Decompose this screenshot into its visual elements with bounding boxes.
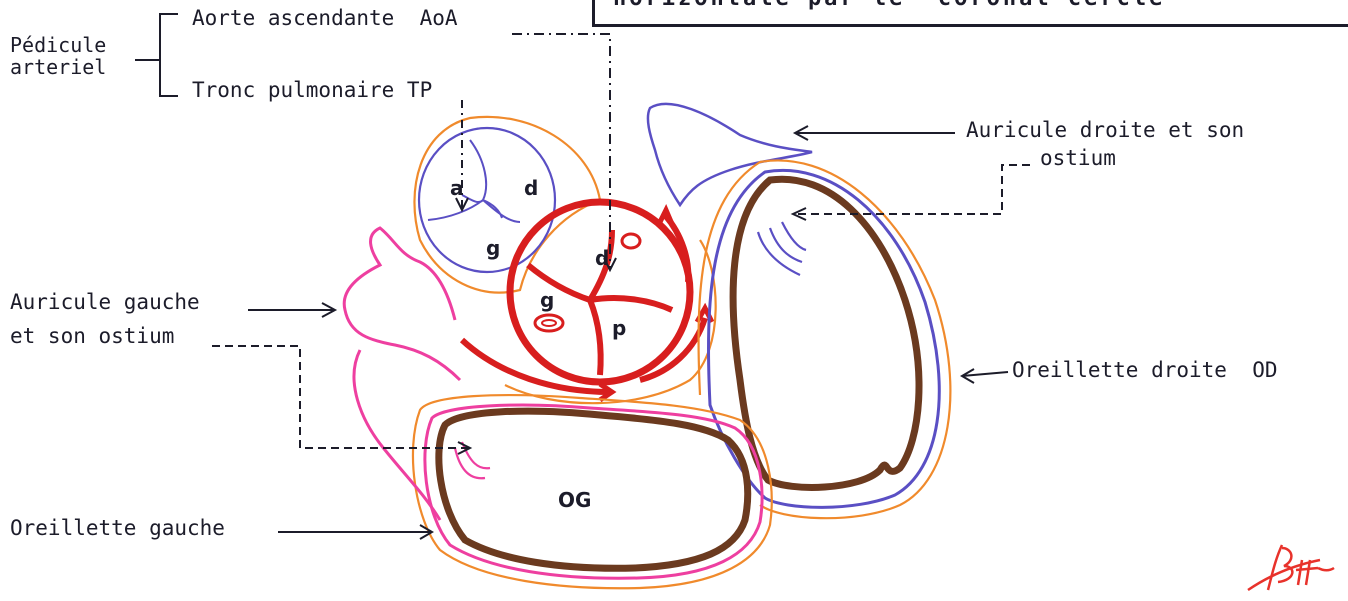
label-aoa: Aorte ascendante AoA: [192, 8, 458, 29]
pedicule-bracket: [135, 14, 178, 96]
cusp-aoa-p: p: [612, 318, 626, 338]
label-oreillette-droite: Oreillette droite OD: [1012, 360, 1278, 381]
label-auricule-droite-2: ostium: [1040, 148, 1116, 169]
signature: [1248, 545, 1334, 590]
label-oreillette-gauche: Oreillette gauche: [10, 518, 225, 539]
cusp-tp-d: d: [524, 178, 538, 198]
cusp-aoa-g: g: [540, 290, 554, 310]
label-pedicule: Pédicule arteriel: [10, 34, 106, 78]
annotation-arrows: [212, 34, 1030, 539]
od-cavity-brown: [733, 179, 919, 487]
tp-valve-commissures: [428, 140, 520, 222]
og-cavity-brown: [439, 411, 748, 568]
label-auricule-gauche-2: et son ostium: [10, 326, 174, 347]
label-tp: Tronc pulmonaire TP: [192, 80, 432, 101]
auricule-droite-ostium: [758, 222, 806, 275]
aorta: [462, 202, 712, 400]
cusp-aoa-d: d: [595, 248, 609, 268]
og-ostium: [455, 442, 490, 478]
cusp-tp-a: a: [450, 178, 464, 198]
label-auricule-droite-1: Auricule droite et son: [966, 120, 1244, 141]
label-og: OG: [558, 488, 591, 512]
cusp-tp-g: g: [486, 238, 500, 258]
label-auricule-gauche-1: Auricule gauche: [10, 292, 200, 313]
